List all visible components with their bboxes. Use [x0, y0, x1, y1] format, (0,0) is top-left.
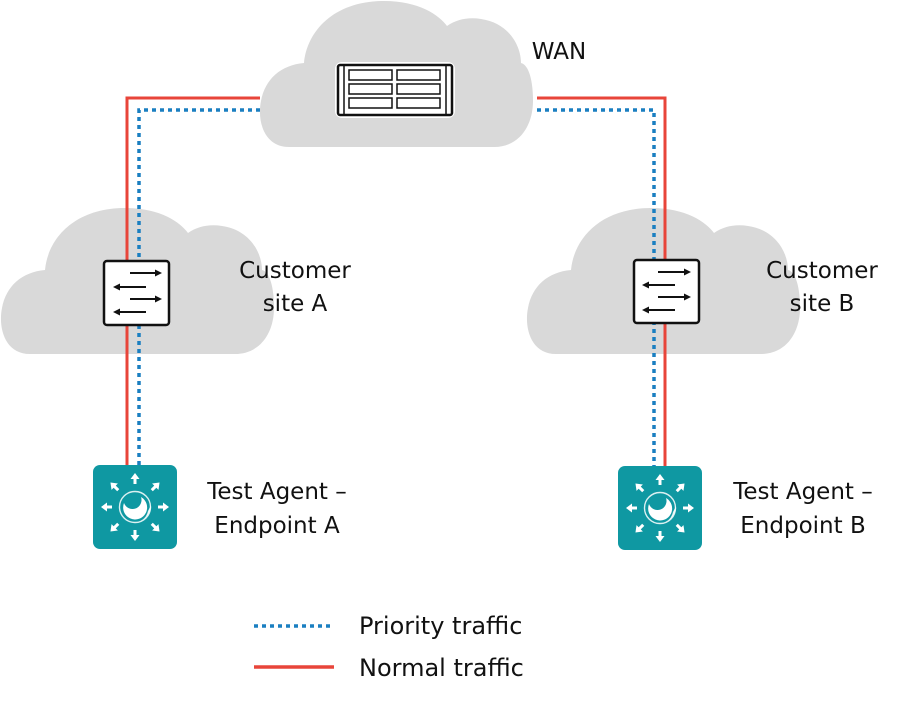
legend-normal-label: Normal traffic [359, 654, 524, 682]
test-agent-icon-endpoint-b [618, 466, 702, 550]
site-b-label-line1: Customer [766, 258, 878, 284]
site-a-label-line2: site A [263, 291, 328, 317]
switch-icon-site-b [632, 258, 701, 325]
test-agent-icon-endpoint-a [93, 465, 177, 549]
endpoint-a-label-line2: Endpoint A [214, 513, 340, 539]
endpoint-b-label-line2: Endpoint B [740, 513, 865, 539]
legend-priority-label: Priority traffic [359, 612, 522, 640]
switch-icon-site-a [102, 259, 171, 327]
priority-traffic-path-b [537, 108, 656, 466]
site-a-label-line1: Customer [239, 258, 351, 284]
legend: Priority traffic Normal traffic [254, 612, 524, 682]
site-b-label-line2: site B [790, 291, 855, 317]
router-icon [335, 62, 455, 118]
wan-label: WAN [532, 39, 586, 65]
endpoint-a-label-line1: Test Agent – [206, 479, 347, 505]
normal-traffic-path-b [537, 96, 667, 466]
normal-traffic-path-a [125, 96, 260, 466]
priority-traffic-path-a [137, 108, 260, 466]
endpoint-b-label-line1: Test Agent – [732, 479, 873, 505]
